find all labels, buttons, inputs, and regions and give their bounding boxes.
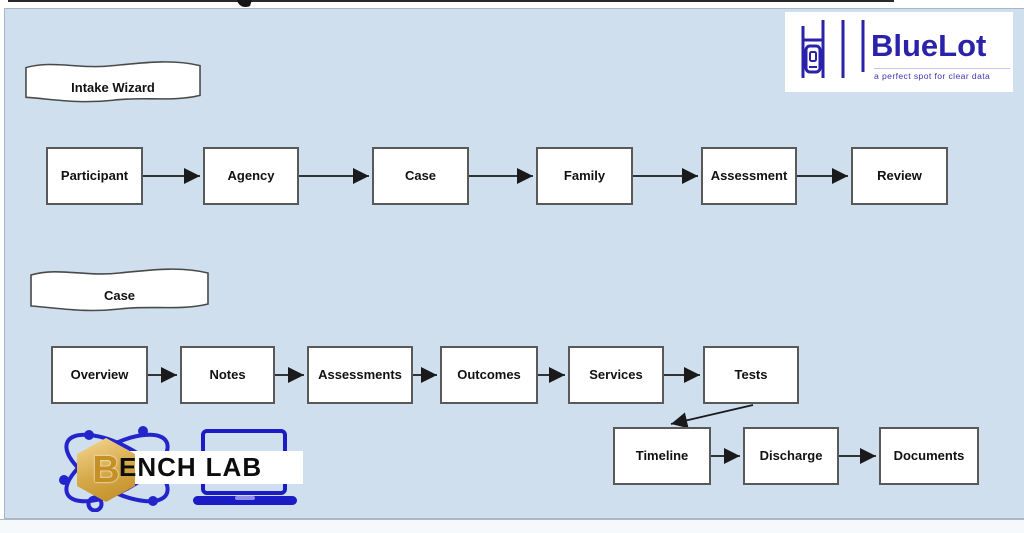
bluelot-name: BlueLot	[871, 28, 987, 63]
flag-case: Case	[29, 264, 210, 314]
flow-step-label: Assessment	[710, 167, 788, 183]
flow-step-label: Discharge	[759, 447, 823, 463]
flag-intake-wizard: Intake Wizard	[24, 57, 202, 105]
flow-step-label: Outcomes	[457, 366, 521, 382]
flow-step-overview: Overview	[51, 346, 148, 404]
flow-step-label: Services	[589, 366, 643, 382]
car-icon	[804, 44, 822, 74]
flow-step-label: Documents	[893, 447, 965, 463]
flag-label: Case	[103, 287, 136, 303]
flow-step-label: Tests	[734, 366, 768, 382]
flow-step-services: Services	[568, 346, 664, 404]
flow-step-outcomes: Outcomes	[440, 346, 538, 404]
flow-step-notes: Notes	[180, 346, 275, 404]
flow-step-label: Review	[877, 167, 922, 183]
flow-step-timeline: Timeline	[613, 427, 711, 485]
flow-step-label: Agency	[227, 167, 275, 183]
wavy-banner-shape	[30, 268, 209, 312]
flow-step-assessment: Assessment	[701, 147, 797, 205]
flow-step-documents: Documents	[879, 427, 979, 485]
flow-step-discharge: Discharge	[743, 427, 839, 485]
bluelot-tagline: a perfect spot for clear data	[874, 68, 1010, 81]
benchlab-logo: B ENCH LAB	[55, 424, 303, 512]
flow-step-label: Overview	[70, 366, 129, 382]
flow-step-label: Family	[563, 167, 606, 183]
flow-step-family: Family	[536, 147, 633, 205]
flow-step-review: Review	[851, 147, 948, 205]
parking-lot-icon	[801, 20, 865, 78]
flow-step-case: Case	[372, 147, 469, 205]
flow-step-participant: Participant	[46, 147, 143, 205]
bluelot-logo: BlueLot a perfect spot for clear data	[785, 12, 1013, 92]
cropped-title-fragment	[237, 0, 252, 8]
benchlab-text-ench: ENCH	[119, 452, 197, 482]
flow-step-label: Timeline	[635, 447, 689, 463]
flow-step-label: Assessments	[318, 366, 402, 382]
flag-label: Intake Wizard	[71, 79, 155, 95]
flow-step-tests: Tests	[703, 346, 799, 404]
benchlab-wordmark: ENCH LAB	[119, 452, 303, 483]
cropped-title-baseline	[8, 0, 894, 2]
benchlab-letter-b: B	[92, 448, 120, 491]
wavy-banner-shape	[25, 61, 201, 103]
wordmark-background	[113, 451, 303, 484]
benchlab-text-lab: LAB	[205, 452, 263, 482]
flow-step-label: Notes	[209, 366, 246, 382]
flow-step-label: Participant	[60, 167, 129, 183]
flow-step-label: Case	[404, 167, 437, 183]
bottom-margin	[0, 519, 1024, 533]
flow-step-agency: Agency	[203, 147, 299, 205]
flow-step-assessments: Assessments	[307, 346, 413, 404]
